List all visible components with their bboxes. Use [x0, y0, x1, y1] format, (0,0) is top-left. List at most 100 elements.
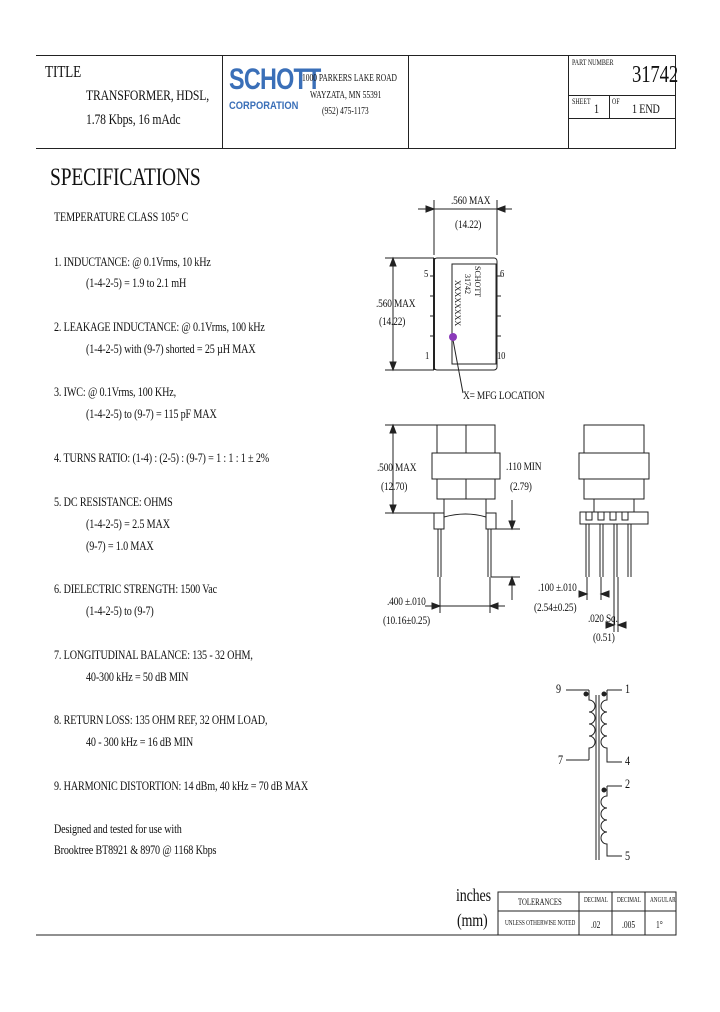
sheet-label: SHEET: [572, 97, 591, 106]
side-view-core-top: [583, 424, 645, 454]
spec-9-line-1: 9. HARMONIC DISTORTION: 14 dBm, 40 kHz =…: [54, 778, 309, 793]
title-block-divider: [408, 55, 409, 148]
phone-number: (952) 475-1173: [322, 106, 369, 117]
height-dimension-label: .560 MAX: [376, 296, 416, 310]
spec-8-line-1: 8. RETURN LOSS: 135 OHM REF, 32 OHM LOAD…: [54, 712, 268, 727]
spec-1-line-1: 1. INDUCTANCE: @ 0.1Vrms, 10 kHz: [54, 254, 211, 269]
design-note-line-2: Brooktree BT8921 & 8970 @ 1168 Kbps: [54, 842, 217, 857]
angular-tolerance: 1°: [656, 920, 663, 931]
side-view-base: [579, 511, 649, 525]
temperature-class: TEMPERATURE CLASS 105° C: [54, 209, 189, 224]
body-height-mm: (12.70): [381, 479, 408, 493]
pin-size-mm: (0.51): [593, 630, 615, 644]
pin-pitch-mm: (2.54±0.25): [534, 600, 577, 614]
spec-5-line-3: (9-7) = 1.0 MAX: [86, 538, 154, 553]
title-line-1: TRANSFORMER, HDSL,: [86, 88, 209, 104]
decimal-tolerance-2: .005: [622, 920, 636, 931]
arrowhead: [389, 361, 397, 372]
width-dimension-label: .560 MAX: [451, 193, 491, 207]
pin-label-6: 6: [500, 268, 505, 280]
lead-span-mm: (10.16±0.25): [383, 613, 430, 627]
title-label: TITLE: [45, 62, 82, 81]
arrowhead: [389, 256, 397, 267]
arrowhead: [495, 205, 506, 213]
arrowhead: [425, 205, 436, 213]
primary-winding-coil: [588, 690, 596, 760]
body-marking-1: SCHOTT: [473, 266, 482, 298]
schematic-pin-5: 5: [625, 848, 630, 863]
pin-pitch-label: .100 ±.010: [538, 580, 577, 594]
angular-col-label: ANGULAR: [650, 896, 676, 904]
spec-2-line-2: (1-4-2-5) with (9-7) shorted = 25 µH MAX: [86, 341, 256, 356]
sheet-rule: [568, 118, 676, 119]
spec-3-line-1: 3. IWC: @ 0.1Vrms, 100 KHz,: [54, 384, 176, 399]
spec-3-line-2: (1-4-2-5) to (9-7) = 115 pF MAX: [86, 406, 217, 421]
address-line-1: 1000 PARKERS LAKE ROAD: [302, 73, 397, 84]
side-view-core-bottom: [583, 478, 645, 500]
polarity-dot: [583, 691, 589, 697]
title-block-top-rule: [36, 55, 676, 56]
units-label: inches: [456, 885, 491, 905]
tolerances-subtitle: UNLESS OTHERWISE NOTED: [505, 919, 576, 927]
part-number: 31742: [632, 62, 679, 88]
top-view-label-area: [451, 263, 497, 365]
secondary-winding-coil-1: [600, 690, 622, 763]
units-mm-label: (mm): [457, 910, 488, 930]
schematic-pin-9: 9: [556, 681, 561, 696]
part-number-rule: [568, 95, 676, 96]
pin-label-5: 5: [424, 268, 429, 280]
spec-7-line-2: 40-300 kHz = 50 dB MIN: [86, 669, 189, 684]
part-number-label: PART NUMBER: [572, 58, 614, 67]
tolerances-label: TOLERANCES: [518, 897, 562, 907]
title-block-divider: [568, 55, 569, 148]
spec-8-line-2: 40 - 300 kHz = 16 dB MIN: [86, 734, 194, 749]
specifications-heading: SPECIFICATIONS: [50, 164, 201, 191]
decimal-col-label: DECIMAL: [617, 896, 641, 904]
lead-span-label: .400 ±.010: [387, 594, 426, 608]
lead-length-label: .110 MIN: [506, 459, 542, 473]
pin-label-1: 1: [425, 350, 430, 362]
front-view-standoff: [485, 512, 497, 530]
address-line-2: WAYZATA, MN 55391: [310, 90, 382, 101]
spec-7-line-1: 7. LONGITUDINAL BALANCE: 135 - 32 OHM,: [54, 647, 253, 662]
spec-6-line-1: 6. DIELECTRIC STRENGTH: 1500 Vac: [54, 581, 217, 596]
spec-2-line-1: 2. LEAKAGE INDUCTANCE: @ 0.1Vrms, 100 kH…: [54, 319, 265, 334]
front-view-base-curve: [443, 513, 487, 518]
title-block-divider: [222, 55, 223, 148]
front-view-standoff: [433, 512, 445, 530]
secondary-winding-coil-2: [600, 786, 622, 857]
schematic-pin-7: 7: [558, 752, 563, 767]
title-line-2: 1.78 Kbps, 16 mAdc: [86, 112, 181, 128]
lead-length-mm: (2.79): [510, 479, 532, 493]
design-note-line-1: Designed and tested for use with: [54, 821, 182, 836]
decimal-col-label: DECIMAL: [584, 896, 608, 904]
of-label: OF: [612, 97, 620, 106]
mfg-location-note: X= MFG LOCATION: [463, 388, 545, 402]
pin-label-10: 10: [497, 350, 506, 362]
body-marking-2: 31742: [463, 274, 472, 294]
pin-size-label: .020 Sq.: [588, 611, 618, 625]
sheet-value: 1: [594, 101, 599, 116]
of-value: 1 END: [632, 101, 660, 116]
tolerance-table: [497, 891, 677, 936]
pin-one-marker: [449, 333, 457, 341]
side-view-winding: [578, 452, 650, 480]
spec-1-line-2: (1-4-2-5) = 1.9 to 2.1 mH: [86, 275, 187, 290]
spec-5-line-2: (1-4-2-5) = 2.5 MAX: [86, 516, 170, 531]
mfg-location-leader: [452, 339, 464, 394]
company-logo-subtitle: CORPORATION: [229, 100, 299, 112]
spec-6-line-2: (1-4-2-5) to (9-7): [86, 603, 154, 618]
title-block-bottom-rule: [36, 148, 676, 149]
schematic-pin-2: 2: [625, 776, 630, 791]
body-height-label: .500 MAX: [377, 460, 417, 474]
body-marking-3: XXXXXXXX: [453, 280, 462, 327]
spec-5-line-1: 5. DC RESISTANCE: OHMS: [54, 494, 173, 509]
schematic-pin-1: 1: [625, 681, 630, 696]
schematic-pin-4: 4: [625, 753, 630, 768]
company-logo: SCHOTT: [229, 63, 321, 96]
decimal-tolerance-1: .02: [591, 920, 601, 931]
polarity-dot: [601, 787, 607, 793]
height-dimension-mm: (14.22): [379, 314, 406, 328]
width-dimension-mm: (14.22): [455, 217, 482, 231]
